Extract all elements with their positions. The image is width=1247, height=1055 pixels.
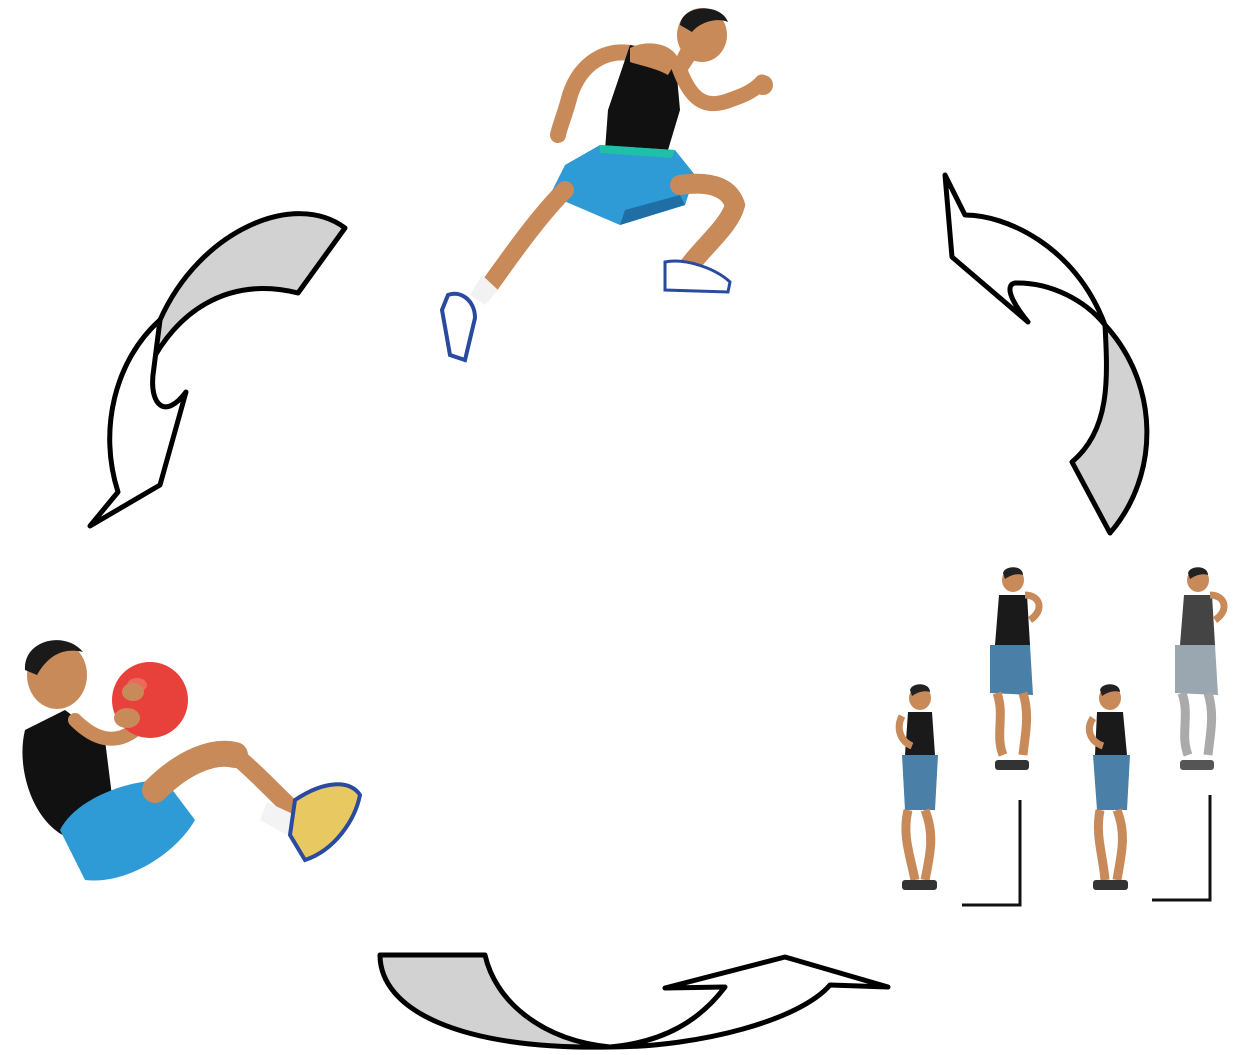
arrow-boxjump-to-sprint xyxy=(945,175,1147,533)
arrow-situp-to-boxjump xyxy=(380,955,888,1047)
arrow-sprint-to-situp xyxy=(90,214,345,526)
